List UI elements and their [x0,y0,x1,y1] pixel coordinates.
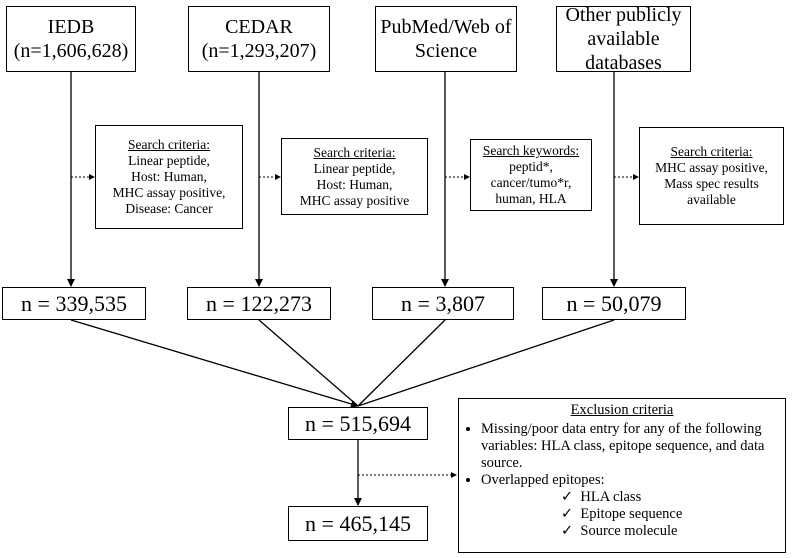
criteria-line: Host: Human, [131,169,207,184]
source-count: (n=1,606,628) [13,40,129,62]
source-box-cedar: CEDAR (n=1,293,207) [188,6,330,72]
criteria-box-iedb: Search criteria: Linear peptide, Host: H… [95,125,243,229]
criteria-line: MHC assay positive [299,192,410,208]
criteria-line: MHC assay positive, [112,185,226,200]
criteria-line: Disease: Cancer [125,201,213,216]
overlap-label: Overlapped epitopes: [481,472,605,488]
source-name: PubMed/Web of [380,16,512,38]
final-count-box: n = 465,145 [288,506,428,541]
merge-line-3 [357,319,446,407]
merge-line-4 [357,319,615,407]
count-text: n = 465,145 [305,510,411,536]
criteria-line: cancer/tumo*r, [490,175,572,190]
criteria-line: Mass spec results [664,176,759,191]
filtered-count-iedb: n = 339,535 [2,287,146,320]
filtered-count-other: n = 50,079 [542,287,686,320]
source-name-line2: available databases [585,28,662,74]
criteria-title: Search criteria: [127,137,211,152]
criteria-box-pubmed: Search keywords: peptid*, cancer/tumo*r,… [470,139,592,211]
criteria-box-other: Search criteria: MHC assay positive, Mas… [639,127,784,225]
merge-line-2 [258,319,359,407]
criteria-title: Search criteria: [313,144,396,160]
criteria-line: human, HLA [495,191,567,206]
criteria-title: Search keywords: [482,143,580,158]
source-count: (n=1,293,207) [201,40,317,62]
source-name: CEDAR [225,16,293,38]
merge-line-1 [70,319,359,408]
criteria-line: MHC assay positive, [655,160,768,175]
count-text: n = 515,694 [305,410,411,436]
criteria-title: Search criteria: [670,144,753,159]
count-text: n = 3,807 [401,290,485,316]
check-item-epitope-sequence: Epitope sequence [561,506,779,523]
exclusion-title: Exclusion criteria [570,402,674,418]
criteria-line: available [687,192,736,207]
source-name: Other publicly [565,4,682,26]
count-text: n = 339,535 [21,290,127,316]
overlap-sublist: HLA class Epitope sequence Source molecu… [481,489,779,540]
criteria-box-cedar: Search criteria: Linear peptide, Host: H… [281,138,428,215]
check-item-hla-class: HLA class [561,489,779,506]
source-name-line2: Science [414,40,478,62]
criteria-line: Linear peptide, [128,153,210,168]
criteria-line: Host: Human, [316,176,393,192]
exclusion-item-missing: Missing/poor data entry for any of the f… [481,421,779,472]
source-box-iedb: IEDB (n=1,606,628) [6,6,136,72]
merged-count-box: n = 515,694 [288,407,428,440]
source-box-other: Other publicly available databases [556,4,691,74]
criteria-line: Linear peptide, [313,160,396,176]
exclusion-criteria-box: Exclusion criteria Missing/poor data ent… [458,398,786,553]
exclusion-item-overlap: Overlapped epitopes: HLA class Epitope s… [481,472,779,540]
filtered-count-cedar: n = 122,273 [187,287,331,320]
exclusion-list: Missing/poor data entry for any of the f… [465,421,779,540]
source-box-pubmed: PubMed/Web of Science [375,6,517,72]
count-text: n = 50,079 [566,290,662,316]
check-item-source-molecule: Source molecule [561,523,779,540]
filtered-count-pubmed: n = 3,807 [372,287,514,320]
source-name: IEDB [47,16,95,38]
count-text: n = 122,273 [206,290,312,316]
criteria-line: peptid*, [509,159,553,174]
